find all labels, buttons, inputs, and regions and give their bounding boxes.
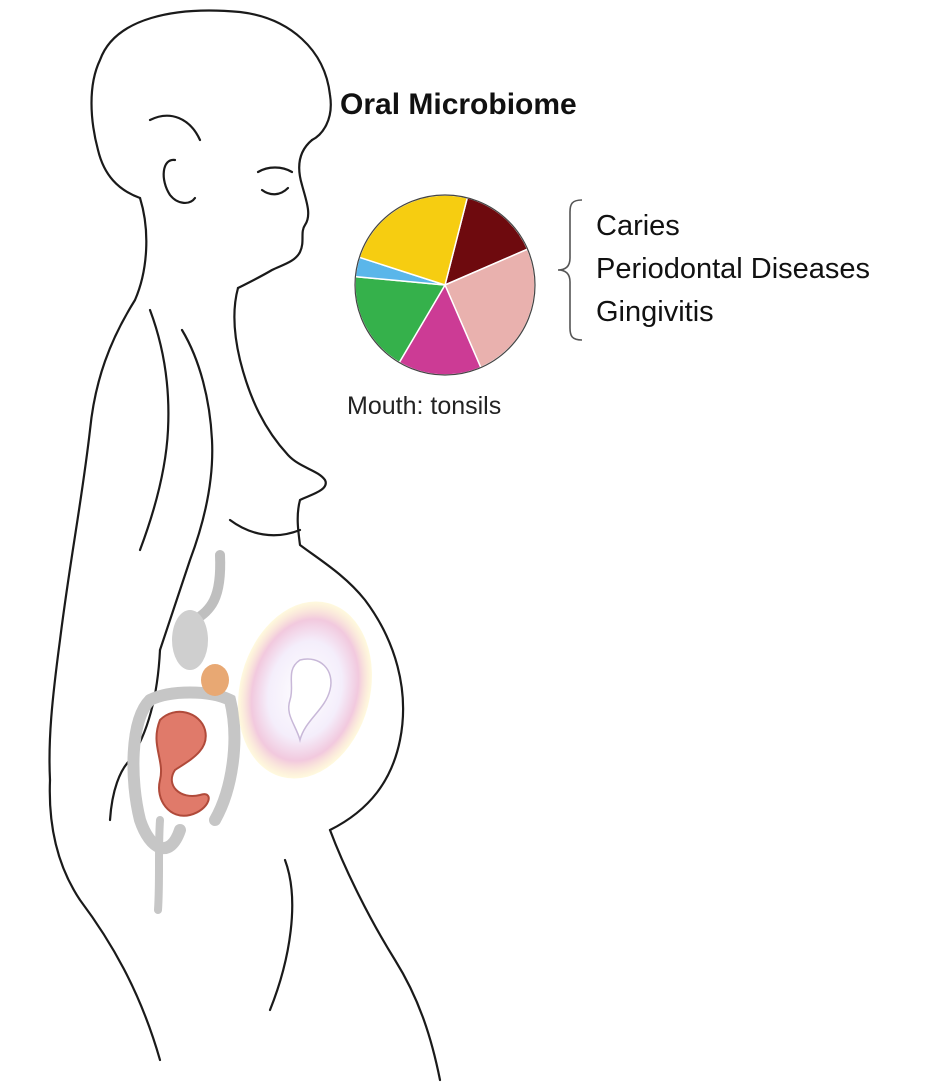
- closed-eye: [262, 188, 288, 194]
- eyebrow: [258, 168, 292, 173]
- esophagus: [195, 555, 220, 620]
- woman-silhouette: [49, 11, 440, 1080]
- intestines-illustration: [133, 555, 234, 910]
- disease-item: Periodontal Diseases: [596, 248, 870, 291]
- disease-item: Caries: [596, 205, 870, 248]
- hair-outline: [92, 11, 331, 198]
- pie-caption: Mouth: tonsils: [347, 392, 501, 421]
- small-intestine: [156, 712, 208, 816]
- stomach: [172, 610, 208, 670]
- arm: [160, 330, 212, 650]
- disease-item: Gingivitis: [596, 291, 870, 334]
- ear: [164, 160, 195, 203]
- face-profile: [238, 140, 312, 288]
- rectum: [158, 820, 160, 910]
- chart-title: Oral Microbiome: [340, 88, 577, 122]
- leg-front: [330, 830, 440, 1080]
- disease-list: Caries Periodontal Diseases Gingivitis: [596, 205, 870, 334]
- microbiome-pie-chart: [355, 195, 535, 375]
- thigh-line: [270, 860, 292, 1010]
- breast-underline: [230, 520, 300, 535]
- neck-back: [49, 198, 146, 780]
- womb-illustration: [219, 586, 391, 794]
- bracket: [558, 200, 582, 340]
- liver: [201, 664, 229, 696]
- arm-inner: [140, 310, 168, 550]
